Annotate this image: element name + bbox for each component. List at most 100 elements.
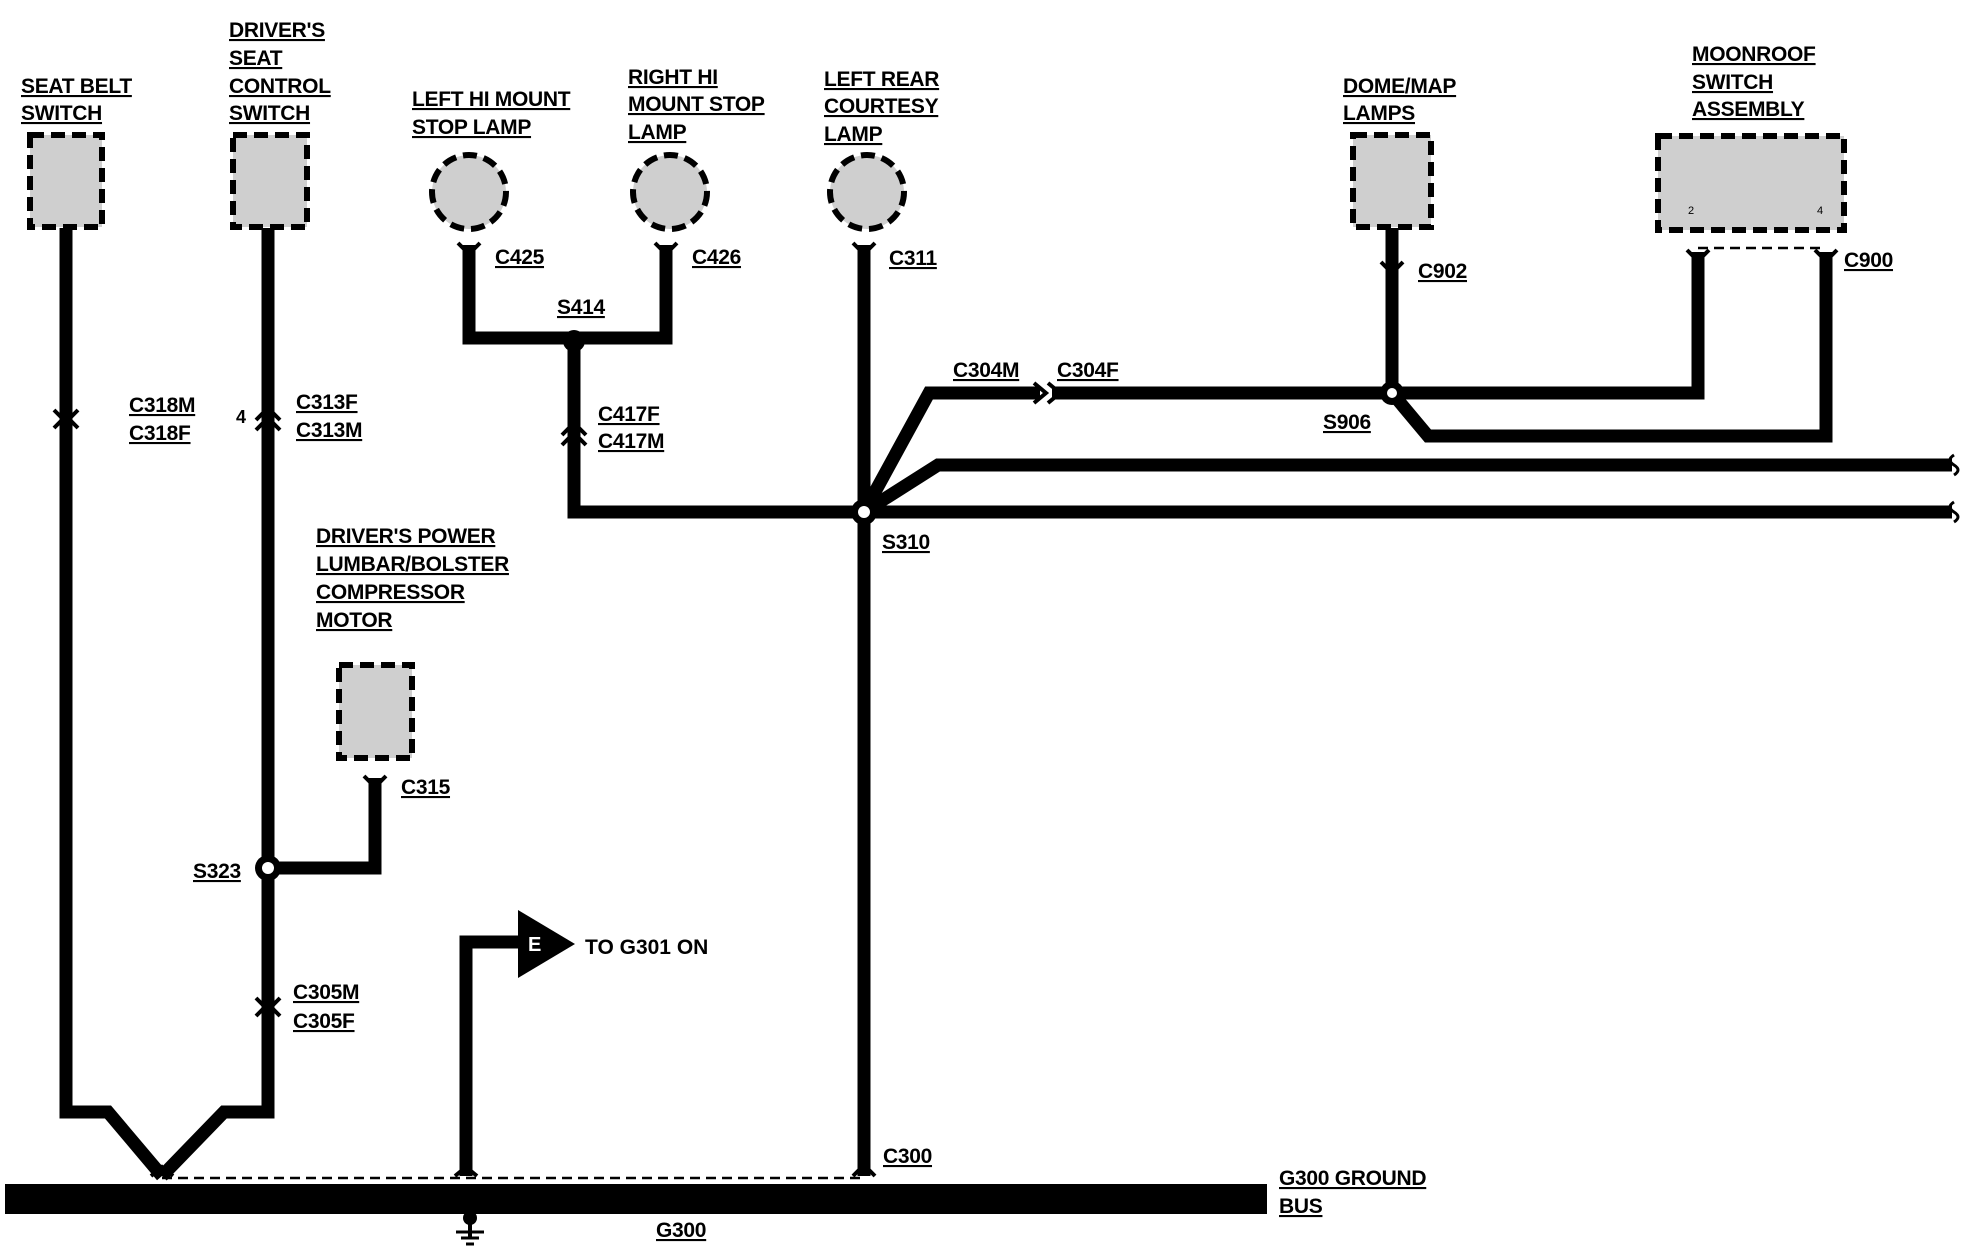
connector-c318	[52, 408, 80, 430]
ground-symbol-icon	[456, 1230, 484, 1246]
ground-jump-triangle[interactable]	[518, 910, 575, 978]
label-c305f: C305F	[293, 1010, 355, 1033]
label-s323: S323	[193, 860, 241, 883]
terminal-c426	[653, 241, 679, 257]
terminal-c900-pin2	[1685, 248, 1711, 264]
label-seat-belt-2: SWITCH	[21, 102, 102, 125]
label-c315: C315	[401, 776, 451, 799]
right-hi-mount-lamp-body[interactable]	[630, 152, 710, 232]
label-s310: S310	[882, 531, 930, 554]
ground-jump-letter: E	[528, 934, 541, 956]
label-s414: S414	[557, 296, 605, 319]
label-compressor-3: COMPRESSOR	[316, 581, 465, 604]
ground-labels: G300 GROUND BUS G300	[656, 1167, 1427, 1242]
label-moonroof-1: MOONROOF	[1692, 43, 1816, 66]
seat-control-switch-body[interactable]	[230, 132, 310, 230]
wire-moonroof-pin4	[1387, 252, 1833, 443]
moonroof-pin-2: 2	[1688, 205, 1694, 217]
moonroof-pin-4: 4	[1817, 205, 1823, 217]
terminal-c315	[362, 774, 388, 790]
splice-s310-inner	[858, 506, 870, 518]
wires	[59, 228, 1952, 1181]
label-c902: C902	[1418, 260, 1467, 283]
label-c417m: C417M	[598, 430, 664, 453]
continuation-mark-upper	[1948, 453, 1960, 477]
label-moonroof-2: SWITCH	[1692, 71, 1773, 94]
wire-right-hi-mount	[574, 245, 673, 345]
connector-symbols	[52, 241, 1839, 1178]
courtesy-lamp-body[interactable]	[827, 152, 907, 232]
splice-s906-inner	[1387, 388, 1397, 398]
component-labels: SEAT BELT SWITCH DRIVER'S SEAT CONTROL S…	[21, 19, 1816, 632]
label-g300: G300	[656, 1219, 706, 1242]
wire-s310-right-upper	[860, 458, 1952, 518]
splices	[255, 330, 1404, 881]
label-courtesy-1: LEFT REAR	[824, 68, 939, 91]
wire-ground-jump	[459, 935, 518, 1176]
splice-s323-inner	[262, 862, 274, 874]
components: 2 4	[27, 132, 1847, 761]
label-g300-bus-1: G300 GROUND	[1279, 1167, 1426, 1190]
compressor-motor-body[interactable]	[336, 662, 415, 761]
continuation-marks	[1948, 453, 1960, 524]
wire-seat-control	[157, 228, 275, 1181]
label-compressor-1: DRIVER'S POWER	[316, 525, 495, 548]
label-c311: C311	[889, 247, 937, 270]
ground-bus: E TO G301 ON	[5, 910, 1267, 1246]
wire-seat-belt	[59, 228, 167, 1181]
connector-c417	[560, 420, 588, 447]
dashed-links	[162, 246, 1826, 1180]
label-c304f: C304F	[1057, 359, 1119, 382]
label-c425: C425	[495, 246, 545, 269]
left-hi-mount-lamp-body[interactable]	[429, 152, 509, 232]
label-moonroof-3: ASSEMBLY	[1692, 98, 1805, 121]
ground-drop-left	[149, 1164, 175, 1178]
label-left-hi-mount-2: STOP LAMP	[412, 116, 531, 139]
connector-c313	[254, 405, 282, 432]
terminal-c902	[1379, 260, 1405, 276]
label-seat-control-2: SEAT	[229, 47, 283, 70]
label-seat-control-4: SWITCH	[229, 102, 310, 125]
continuation-mark-lower	[1948, 500, 1960, 524]
label-g300-bus-2: BUS	[1279, 1195, 1323, 1218]
terminal-c900-pin4	[1813, 248, 1839, 264]
ground-bus-bar[interactable]	[5, 1184, 1267, 1214]
splice-labels: S414 S906 S310 S323	[193, 296, 1371, 883]
label-c900: C900	[1844, 249, 1893, 272]
wire-compressor	[268, 778, 382, 875]
wire-s414-s310	[567, 338, 864, 519]
label-right-hi-mount-2: MOUNT STOP	[628, 93, 765, 116]
label-c313m: C313M	[296, 419, 362, 442]
label-compressor-4: MOTOR	[316, 609, 392, 632]
label-s906: S906	[1323, 411, 1371, 434]
label-c304m: C304M	[953, 359, 1019, 382]
label-c305m: C305M	[293, 981, 359, 1004]
ground-drop-middle	[453, 1164, 479, 1178]
label-seat-belt-1: SEAT BELT	[21, 75, 132, 98]
terminal-c311	[851, 241, 877, 257]
connector-c305	[254, 996, 282, 1018]
label-seat-control-3: CONTROL	[229, 75, 331, 98]
connector-c304	[1032, 381, 1064, 405]
wire-moonroof-pin2	[1392, 252, 1705, 400]
dome-map-lamps-body[interactable]	[1350, 132, 1434, 230]
connector-labels: C318M C318F 4 C313F C313M C425 C426 C311…	[129, 246, 1893, 1168]
label-c318f: C318F	[129, 422, 191, 445]
wire-left-hi-mount	[462, 245, 574, 345]
splice-s414[interactable]	[563, 330, 585, 352]
label-right-hi-mount-3: LAMP	[628, 121, 687, 144]
moonroof-switch-body[interactable]	[1655, 133, 1847, 233]
seat-belt-switch-body[interactable]	[27, 132, 105, 230]
ground-node	[463, 1211, 477, 1225]
label-seat-control-1: DRIVER'S	[229, 19, 325, 42]
label-left-hi-mount-1: LEFT HI MOUNT	[412, 88, 571, 111]
label-c426: C426	[692, 246, 741, 269]
label-c313-pin: 4	[236, 407, 246, 427]
label-c313f: C313F	[296, 391, 358, 414]
label-courtesy-3: LAMP	[824, 123, 883, 146]
label-dome-map-1: DOME/MAP	[1343, 75, 1456, 98]
terminal-c300	[851, 1162, 877, 1178]
label-dome-map-2: LAMPS	[1343, 102, 1415, 125]
label-c417f: C417F	[598, 403, 660, 426]
